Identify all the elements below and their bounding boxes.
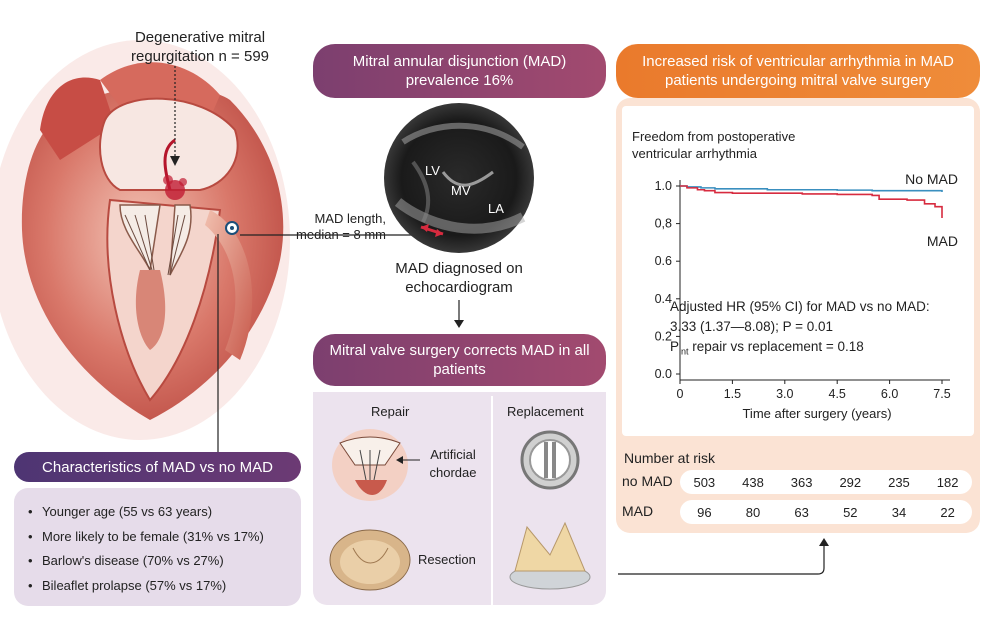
y-tick-label: 0.4 <box>655 292 672 306</box>
risk-value: 96 <box>697 504 712 520</box>
characteristic-item: More likely to be female (31% vs 17%) <box>28 525 291 550</box>
replacement-label: Replacement <box>507 404 584 419</box>
stats-line-1: Adjusted HR (95% CI) for MAD vs no MAD: <box>670 299 930 314</box>
characteristic-item: Bileaflet prolapse (57% vs 17%) <box>28 574 291 599</box>
p-int-value: repair vs replacement = 0.18 <box>688 339 864 354</box>
series-line-no-mad <box>680 185 943 193</box>
surgery-divider <box>491 396 493 605</box>
number-at-risk-label: Number at risk <box>624 450 716 466</box>
surgery-header: Mitral valve surgery corrects MAD in all… <box>313 334 606 386</box>
risk-value: 292 <box>839 474 862 490</box>
resection-text: Resection <box>418 552 476 567</box>
surgery-title: Mitral valve surgery corrects MAD in all… <box>329 342 590 378</box>
y-tick-label: 0.0 <box>655 367 672 381</box>
series-label-no-mad: No MAD <box>905 171 958 187</box>
prevalence-header: Mitral annular disjunction (MAD) prevale… <box>313 44 606 98</box>
heart-caption: Degenerative mitral regurgitation n = 59… <box>120 28 280 66</box>
resection-illustration <box>329 529 411 591</box>
x-tick-label: 4.5 <box>829 387 846 401</box>
prevalence-title: Mitral annular disjunction (MAD) prevale… <box>352 53 567 89</box>
y-tick-label: 0.6 <box>655 254 672 268</box>
x-tick-label: 0 <box>677 387 684 401</box>
heart-caption-text: Degenerative mitral regurgitation n = 59… <box>130 29 270 65</box>
risk-row-mad: 96 80 63 52 34 22 <box>680 500 972 524</box>
risk-value: 503 <box>693 474 716 490</box>
echo-label-lv: LV <box>425 163 440 178</box>
x-tick-label: 7.5 <box>933 387 950 401</box>
risk-row-label-mad: MAD <box>622 503 654 519</box>
repair-label: Repair <box>371 404 410 419</box>
echo-label-la: LA <box>488 201 504 216</box>
mad-length-connector <box>240 234 417 236</box>
risk-value: 22 <box>940 504 955 520</box>
artificial-chordae-label: Artificial chordae <box>429 447 477 480</box>
mechanical-valve-illustration <box>520 430 580 490</box>
characteristic-item: Barlow's disease (70% vs 27%) <box>28 549 291 574</box>
characteristic-item: Younger age (55 vs 63 years) <box>28 500 291 525</box>
y-tick-label: 1.0 <box>655 179 672 193</box>
y-tick-label: 0,8 <box>655 217 672 231</box>
echocardiogram-image <box>384 103 534 253</box>
p-int-subscript: int <box>679 346 689 357</box>
km-plot-title: Freedom from postoperative ventricular a… <box>632 128 832 162</box>
mad-length-text: MAD length, median = 8 mm <box>276 211 386 243</box>
echo-caption: MAD diagnosed on echocardiogram <box>384 259 534 297</box>
characteristics-panel: Younger age (55 vs 63 years) More likely… <box>14 488 301 606</box>
stats-line-2: 3.33 (1.37—8.08); P = 0.01 <box>670 319 833 334</box>
risk-connector-arrow <box>618 538 829 575</box>
echo-label-mv: MV <box>451 183 471 198</box>
echo-down-arrow <box>454 300 464 328</box>
x-axis-label: Time after surgery (years) <box>742 406 891 421</box>
bioprosthetic-valve-illustration <box>509 521 591 590</box>
risk-header: Increased risk of ventricular arrhythmia… <box>616 44 980 98</box>
y-tick-label: 0.2 <box>655 329 672 343</box>
characteristics-title: Characteristics of MAD vs no MAD <box>42 458 273 476</box>
x-tick-label: 3.0 <box>776 387 793 401</box>
artificial-chordae-text: Artificial chordae <box>423 446 483 482</box>
km-plot-background <box>622 106 974 436</box>
stats-line-3: Pint repair vs replacement = 0.18 <box>670 337 970 362</box>
mad-vertical-line <box>217 234 219 454</box>
risk-row-no-mad: 503 438 363 292 235 182 <box>680 470 972 494</box>
risk-value: 235 <box>888 474 910 490</box>
risk-value: 182 <box>936 474 959 490</box>
characteristics-list: Younger age (55 vs 63 years) More likely… <box>28 500 291 598</box>
risk-row-label-no-mad: no MAD <box>622 473 673 489</box>
echo-caption-text: MAD diagnosed on echocardiogram <box>395 260 523 296</box>
p-int-main: P <box>670 339 680 354</box>
x-tick-label: 6.0 <box>881 387 898 401</box>
x-tick-label: 1.5 <box>724 387 741 401</box>
risk-value: 52 <box>843 504 858 520</box>
risk-value: 63 <box>794 504 809 520</box>
stats-block: Adjusted HR (95% CI) for MAD vs no MAD: … <box>670 297 970 362</box>
risk-value: 80 <box>745 504 761 520</box>
characteristics-header: Characteristics of MAD vs no MAD <box>14 452 301 482</box>
series-label-mad: MAD <box>927 233 958 249</box>
risk-title: Increased risk of ventricular arrhythmia… <box>642 53 954 89</box>
km-plot-title-text: Freedom from postoperative ventricular a… <box>632 129 796 161</box>
risk-value: 363 <box>790 474 813 490</box>
chordae-arrow <box>396 456 420 464</box>
risk-value: 34 <box>891 504 907 520</box>
artificial-chordae-illustration <box>332 429 408 501</box>
caption-arrow <box>170 66 180 166</box>
mad-length-label: MAD length, median = 8 mm <box>296 211 386 242</box>
risk-value: 438 <box>742 474 764 490</box>
series-line-mad <box>680 185 943 218</box>
